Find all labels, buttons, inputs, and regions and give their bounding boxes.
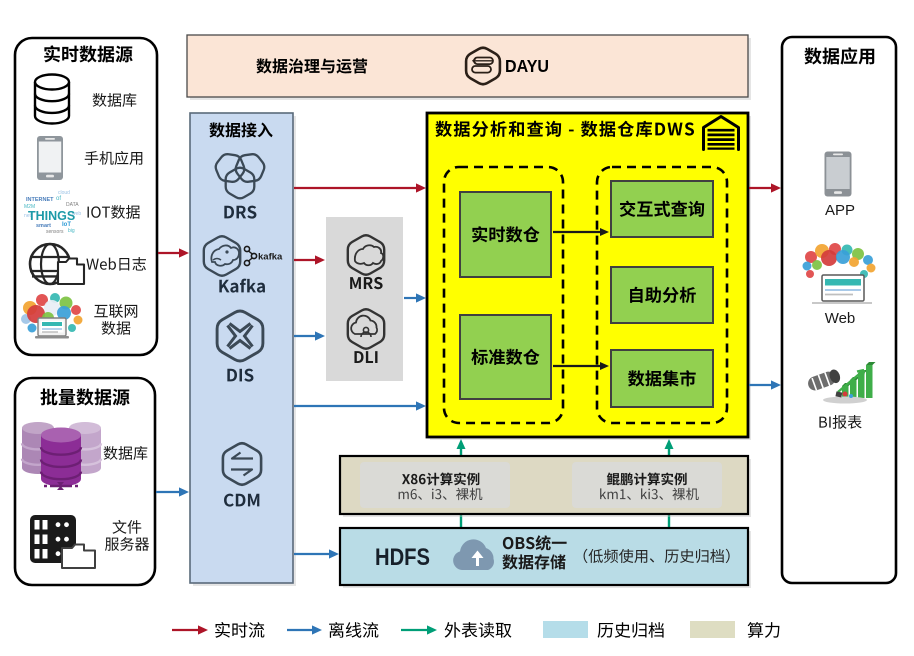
- svg-text:net: net: [24, 213, 32, 219]
- svg-text:web: web: [72, 211, 81, 217]
- svg-text:THINGS: THINGS: [28, 209, 75, 223]
- svg-text:big: big: [68, 228, 75, 234]
- svg-text:HDFS: HDFS: [375, 544, 430, 571]
- svg-text:Web: Web: [825, 310, 856, 327]
- svg-text:DAYU: DAYU: [505, 56, 549, 76]
- svg-text:DATA: DATA: [66, 202, 79, 208]
- svg-text:INTERNET: INTERNET: [26, 197, 54, 203]
- svg-text:APP: APP: [825, 202, 855, 219]
- svg-text:kafka: kafka: [258, 252, 283, 263]
- svg-text:IoT: IoT: [62, 222, 71, 228]
- svg-text:smart: smart: [36, 223, 51, 229]
- svg-text:M2M: M2M: [24, 204, 35, 210]
- svg-text:of: of: [56, 196, 61, 202]
- svg-text:sensors: sensors: [46, 229, 64, 235]
- svg-text:cloud: cloud: [58, 190, 70, 196]
